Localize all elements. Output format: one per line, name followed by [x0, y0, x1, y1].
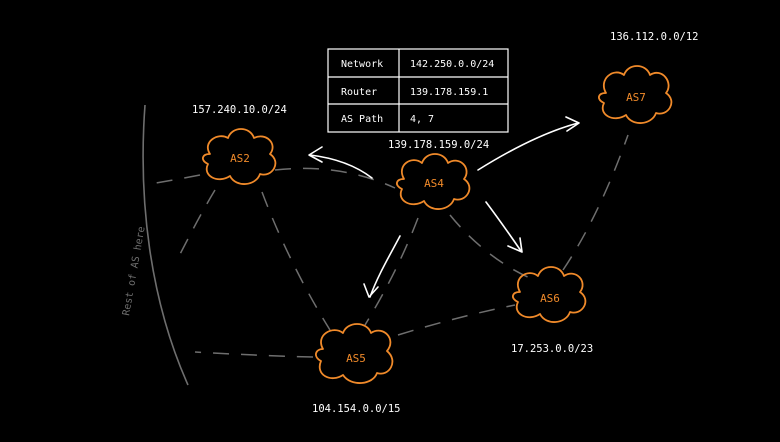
- link-as5-left: [194, 351, 314, 358]
- arrow-head-as6: [507, 237, 523, 253]
- arrow-head-as2: [308, 146, 323, 163]
- arrow-to-as6: [485, 201, 522, 252]
- arrow-head-as7: [565, 116, 580, 132]
- link-as2-rest: [144, 174, 201, 186]
- as4-prefix: 139.178.159.0/24: [388, 139, 489, 151]
- as2-label: AS2: [230, 152, 250, 165]
- side-label: Rest of AS here: [121, 226, 148, 317]
- link-as2-left: [177, 189, 216, 259]
- announcement-arrows: [308, 116, 580, 298]
- arrow-to-as2: [309, 154, 373, 179]
- link-as5-as6: [397, 304, 516, 336]
- arrow-to-as7: [477, 122, 579, 171]
- route-table-key-router: Router: [341, 87, 377, 98]
- link-as2-as4: [274, 167, 396, 189]
- as4-label: AS4: [424, 177, 444, 190]
- arrow-head-as5: [363, 283, 379, 298]
- route-table-value-network: 142.250.0.0/24: [410, 59, 494, 70]
- as2-cloud[interactable]: [202, 128, 277, 185]
- link-as2-as5: [261, 191, 331, 331]
- as6-cloud[interactable]: [512, 266, 587, 323]
- boundary-curve: [142, 104, 189, 386]
- route-table-key-network: Network: [341, 59, 383, 70]
- route-table-key-aspath: AS Path: [341, 114, 383, 125]
- as7-prefix: 136.112.0.0/12: [610, 31, 699, 43]
- as5-cloud[interactable]: [315, 323, 394, 384]
- route-table-value-aspath: 4, 7: [410, 114, 434, 125]
- as4-cloud[interactable]: [396, 153, 471, 210]
- as2-prefix: 157.240.10.0/24: [192, 104, 287, 116]
- as7-cloud[interactable]: [598, 65, 673, 124]
- route-table-border: [327, 48, 509, 133]
- dashed-links: [144, 134, 629, 358]
- arrow-to-as5: [369, 235, 401, 298]
- as5-label: AS5: [346, 352, 366, 365]
- as6-label: AS6: [540, 292, 560, 305]
- route-table: [327, 48, 509, 133]
- as5-prefix: 104.154.0.0/15: [312, 403, 401, 415]
- route-table-value-router: 139.178.159.1: [410, 87, 488, 98]
- as6-prefix: 17.253.0.0/23: [511, 343, 593, 355]
- link-as4-as6: [449, 214, 531, 279]
- as7-label: AS7: [626, 91, 646, 104]
- link-as6-as7: [562, 134, 629, 271]
- link-as4-as5: [364, 217, 419, 326]
